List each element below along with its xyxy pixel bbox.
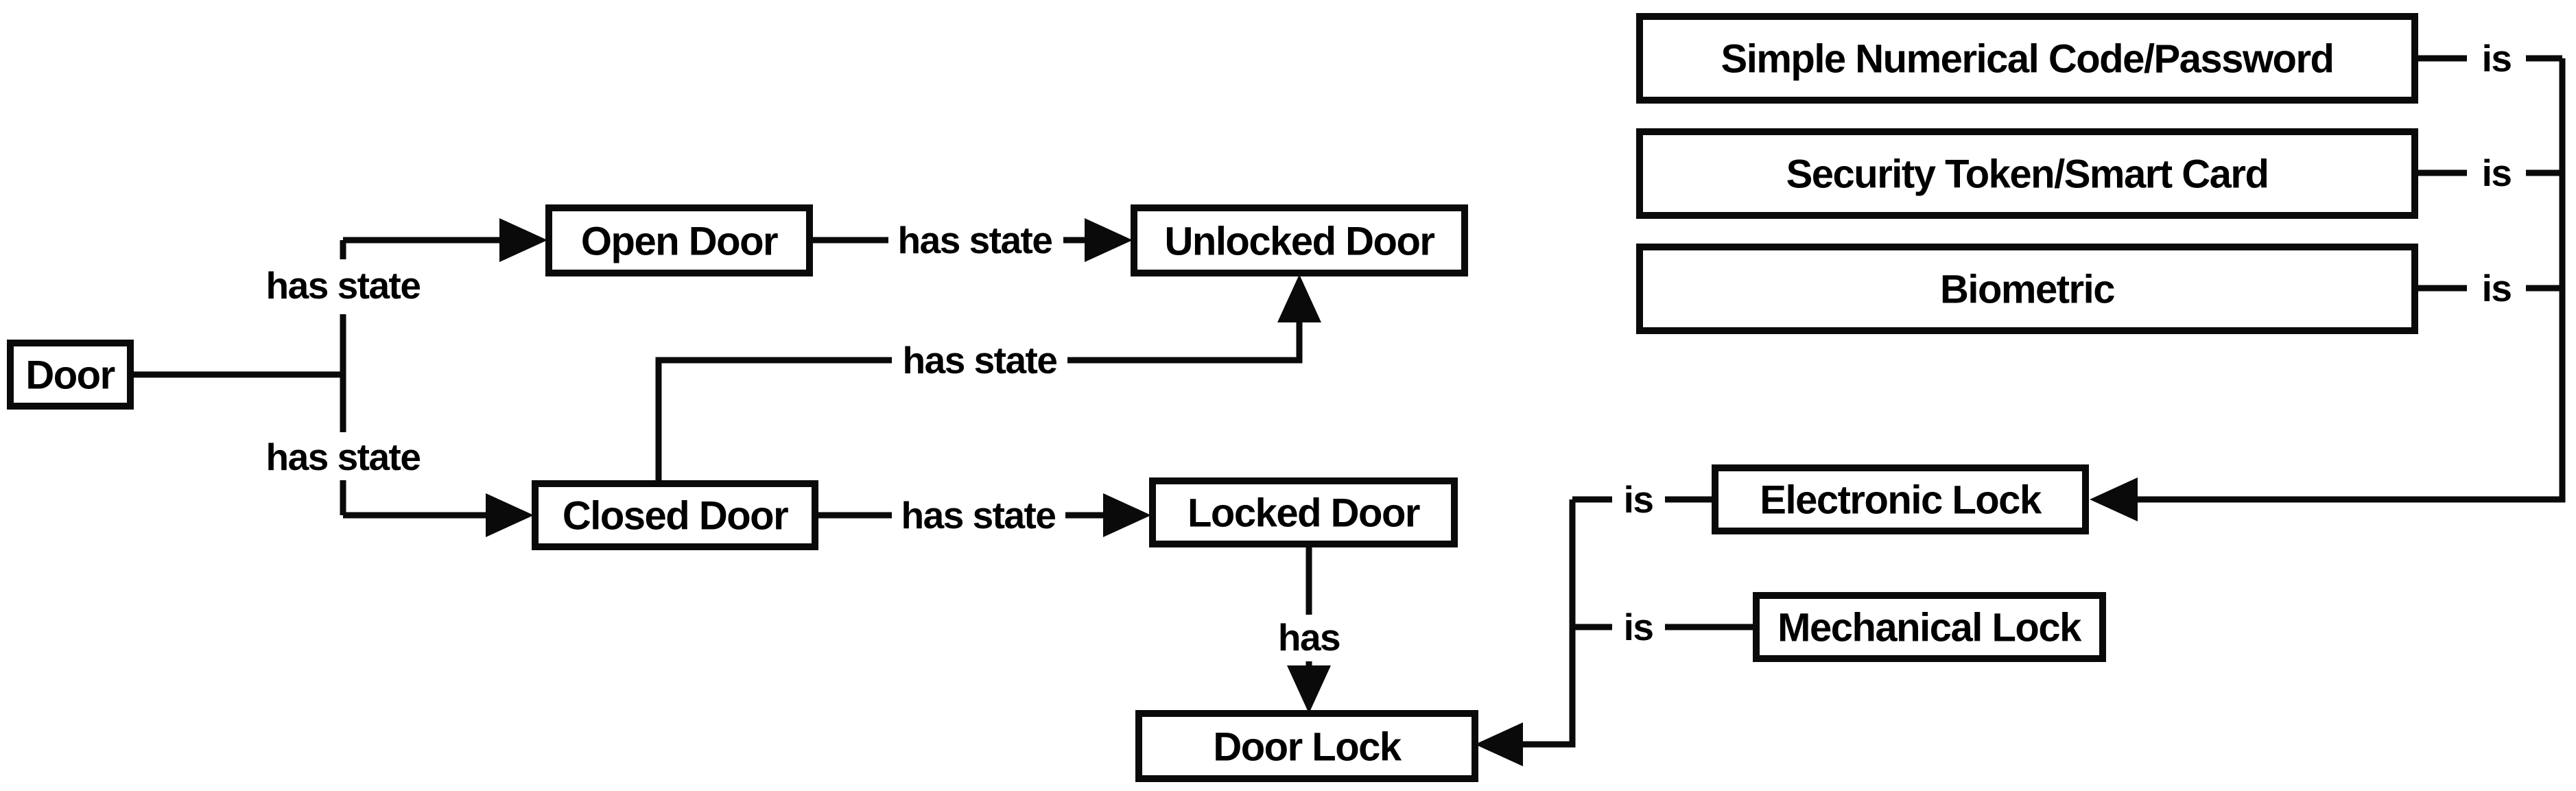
node-security-token: Security Token/Smart Card <box>1636 128 2418 219</box>
node-mechanical-lock-label: Mechanical Lock <box>1777 606 2082 650</box>
arrowhead-into-electronic-lock <box>2090 477 2138 521</box>
node-electronic-lock-label: Electronic Lock <box>1760 478 2042 523</box>
node-door: Door <box>7 340 134 410</box>
node-door-lock-label: Door Lock <box>1213 725 1402 770</box>
edge-label-is-simple: is <box>2482 37 2512 80</box>
node-mechanical-lock-box <box>1753 592 2106 662</box>
edge-label-is-biometric: is <box>2482 267 2512 309</box>
node-locked-door-box <box>1149 477 1458 547</box>
node-unlocked-door-label: Unlocked Door <box>1165 220 1435 264</box>
node-biometric: Biometric <box>1636 244 2418 334</box>
node-unlocked-door: Unlocked Door <box>1131 204 1468 276</box>
node-simple-code: Simple Numerical Code/Password <box>1636 13 2418 104</box>
node-biometric-label: Biometric <box>1940 268 2114 312</box>
node-door-lock-box <box>1135 710 1478 782</box>
edge-label-has-state-door-open: has state <box>266 264 421 307</box>
arrowhead-into-door-lock-right <box>1475 722 1523 766</box>
arrowhead-into-unlocked-door-left <box>1085 218 1133 262</box>
edge-label-is-mechanical: is <box>1624 606 1653 648</box>
node-locked-door-label: Locked Door <box>1187 491 1420 536</box>
node-mechanical-lock: Mechanical Lock <box>1753 592 2106 662</box>
arrowhead-into-closed-door <box>486 493 534 537</box>
arrowheads <box>486 218 2138 766</box>
node-closed-door-label: Closed Door <box>563 494 788 539</box>
node-security-token-box <box>1636 128 2418 219</box>
node-electronic-lock-box <box>1712 464 2089 534</box>
node-open-door-label: Open Door <box>581 220 778 264</box>
edge-locktypes-rail <box>1522 496 1756 748</box>
edge-label-has-state-open-unlocked: has state <box>898 219 1052 261</box>
node-security-token-label: Security Token/Smart Card <box>1786 152 2269 197</box>
edge-label-has-state-door-closed: has state <box>266 436 421 478</box>
node-simple-code-box <box>1636 13 2418 104</box>
edge-methods-rail <box>2136 55 2566 503</box>
node-electronic-lock: Electronic Lock <box>1712 464 2089 534</box>
edge-label-is-electronic: is <box>1624 478 1653 521</box>
node-door-box <box>7 340 134 410</box>
node-open-door: Open Door <box>545 204 813 276</box>
edge-closed-unlocked <box>655 321 1303 484</box>
edge-label-is-token: is <box>2482 152 2512 194</box>
edge-label-has-state-closed-unlocked: has state <box>903 339 1057 381</box>
node-unlocked-door-box <box>1131 204 1468 276</box>
node-simple-code-label: Simple Numerical Code/Password <box>1721 37 2334 82</box>
edge-label-has: has <box>1278 616 1340 659</box>
edge-label-has-state-closed-locked: has state <box>901 494 1056 536</box>
node-locked-door: Locked Door <box>1149 477 1458 547</box>
node-biometric-box <box>1636 244 2418 334</box>
node-closed-door: Closed Door <box>532 480 818 550</box>
arrowhead-into-door-lock-top <box>1287 665 1331 713</box>
node-door-lock: Door Lock <box>1135 710 1478 782</box>
arrowhead-into-locked-door <box>1103 493 1151 537</box>
node-door-label: Door <box>25 353 115 398</box>
edge-labels: has state has state has state has state … <box>266 37 2512 659</box>
arrowhead-into-open-door <box>499 218 547 262</box>
arrowhead-into-unlocked-door-bottom <box>1277 274 1321 322</box>
node-open-door-box <box>545 204 813 276</box>
node-closed-door-box <box>532 480 818 550</box>
